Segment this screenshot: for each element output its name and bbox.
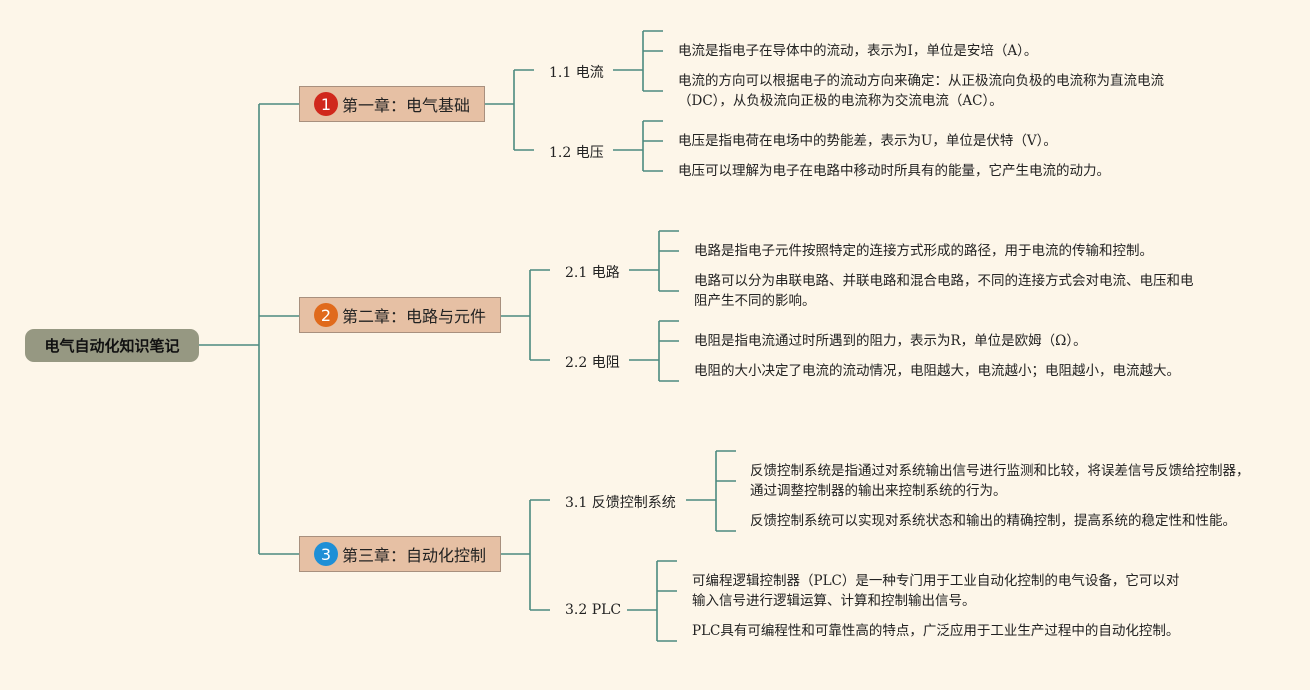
section-2-1-label[interactable]: 2.1 电路 (565, 265, 620, 281)
root-topic-label: 电气自动化知识笔记 (44, 337, 180, 355)
root-topic[interactable]: 电气自动化知识笔记 (25, 329, 199, 362)
section-1-1-label[interactable]: 1.1 电流 (549, 65, 604, 81)
leaf-2-1-a[interactable]: 电路是指电子元件按照特定的连接方式形成的路径，用于电流的传输和控制。 (694, 243, 1153, 259)
chapter-1-node[interactable]: 1 第一章：电气基础 (299, 86, 485, 122)
leaf-3-2-b[interactable]: PLC具有可编程性和可靠性高的特点，广泛应用于工业生产过程中的自动化控制。 (692, 623, 1180, 639)
section-3-2-label[interactable]: 3.2 PLC (565, 602, 622, 618)
chapter-3-label: 第三章：自动化控制 (342, 546, 487, 565)
leaf-3-1-b[interactable]: 反馈控制系统可以实现对系统状态和输出的精确控制，提高系统的稳定性和性能。 (750, 513, 1236, 529)
leaf-1-2-b[interactable]: 电压可以理解为电子在电路中移动时所具有的能量，它产生电流的动力。 (678, 163, 1110, 179)
section-1-2-label[interactable]: 1.2 电压 (549, 145, 604, 161)
leaf-3-1-a[interactable]: 反馈控制系统是指通过对系统输出信号进行监测和比较，将误差信号反馈给控制器，通过调… (750, 463, 1250, 499)
leaf-3-2-a[interactable]: 可编程逻辑控制器（PLC）是一种专门用于工业自动化控制的电气设备，它可以对输入信… (692, 573, 1180, 609)
leaf-1-2-a[interactable]: 电压是指电荷在电场中的势能差，表示为U，单位是伏特（V）。 (678, 133, 1057, 149)
leaf-1-1-b[interactable]: 电流的方向可以根据电子的流动方向来确定：从正极流向负极的电流称为直流电流（DC）… (678, 73, 1164, 109)
chapter-2-node[interactable]: 2 第二章：电路与元件 (299, 297, 501, 333)
section-2-2-label[interactable]: 2.2 电阻 (565, 355, 620, 371)
section-3-1-label[interactable]: 3.1 反馈控制系统 (565, 495, 676, 511)
leaf-2-1-b[interactable]: 电路可以分为串联电路、并联电路和混合电路，不同的连接方式会对电流、电压和电阻产生… (694, 273, 1194, 309)
leaf-2-2-b[interactable]: 电阻的大小决定了电流的流动情况，电阻越大，电流越小；电阻越小，电流越大。 (694, 363, 1180, 379)
chapter-1-number-badge: 1 (314, 92, 338, 116)
chapter-3-number-badge: 3 (314, 542, 338, 566)
chapter-3-node[interactable]: 3 第三章：自动化控制 (299, 536, 501, 572)
chapter-2-label: 第二章：电路与元件 (342, 307, 487, 326)
leaf-2-2-a[interactable]: 电阻是指电流通过时所遇到的阻力，表示为R，单位是欧姆（Ω）。 (694, 333, 1087, 349)
chapter-1-label: 第一章：电气基础 (342, 96, 471, 115)
chapter-2-number-badge: 2 (314, 303, 338, 327)
leaf-1-1-a[interactable]: 电流是指电子在导体中的流动，表示为I，单位是安培（A）。 (678, 43, 1038, 59)
